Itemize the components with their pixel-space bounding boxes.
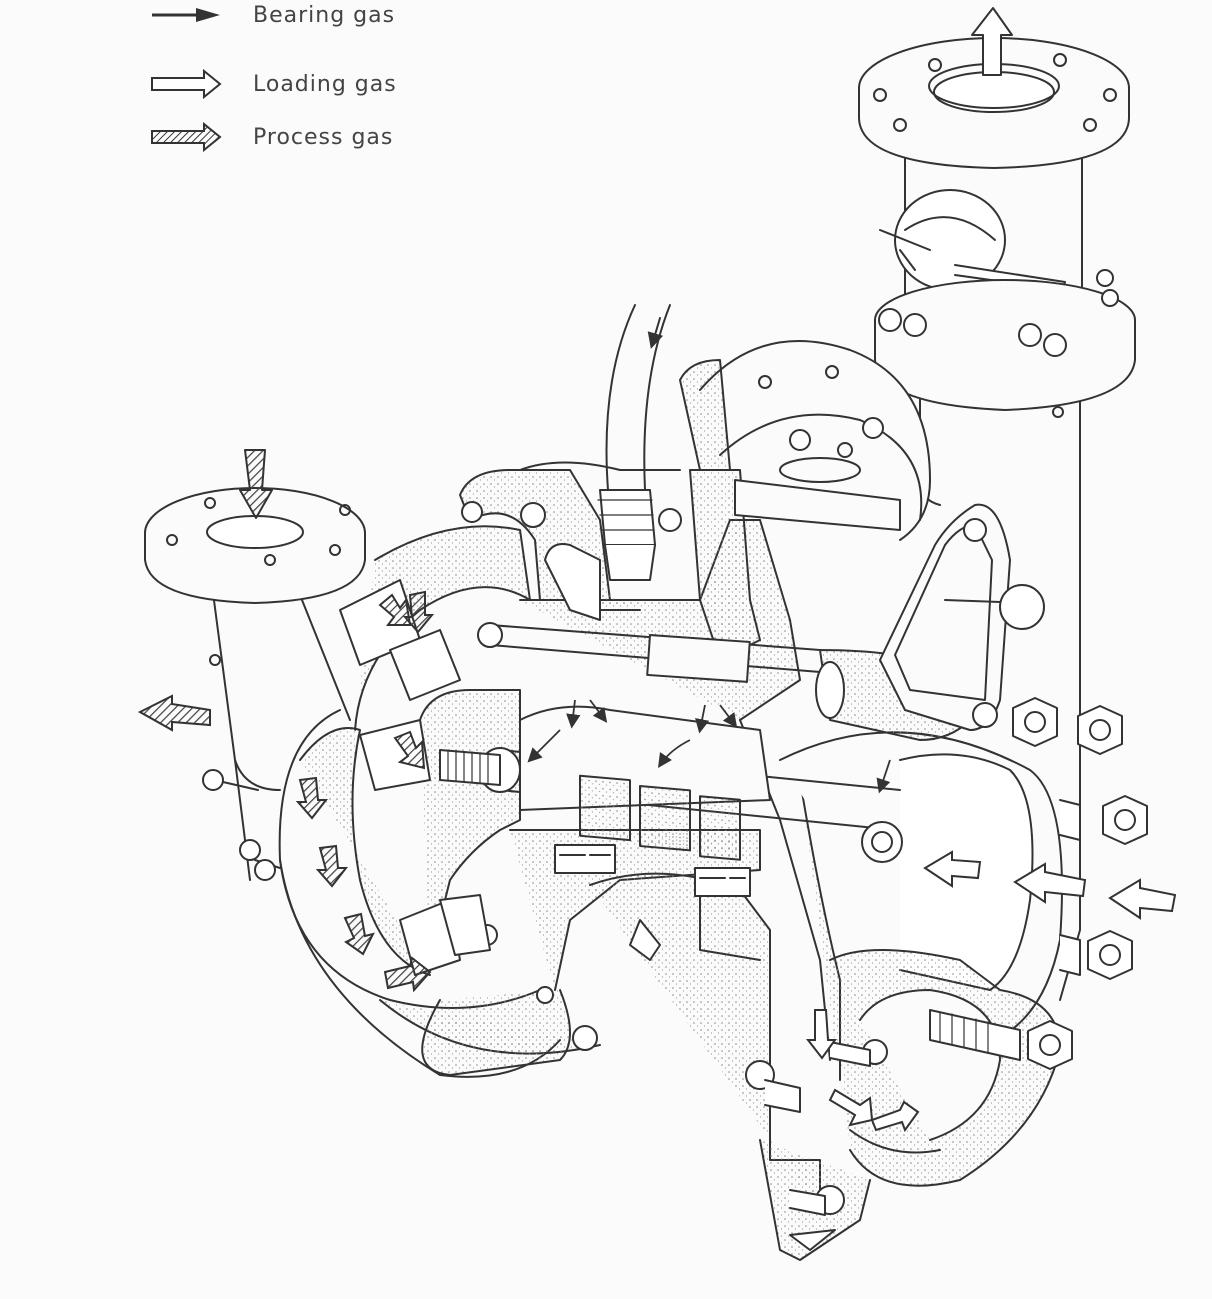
legend-label-loading-gas: Loading gas (253, 71, 397, 97)
bearing-housing-plate (734, 479, 1045, 731)
relief-valve (879, 189, 1066, 291)
legend-item-loading-gas: Loading gas (148, 67, 397, 101)
legend-label-bearing-gas: Bearing gas (253, 2, 396, 28)
bearing-gas-arrow-icon (152, 8, 220, 22)
inlet-pipe (144, 487, 366, 881)
loading-gas-arrow-icon (151, 69, 222, 99)
legend-item-process-gas: Process gas (148, 120, 393, 154)
outlet-pipe (858, 37, 1130, 1001)
left-housing-bolts (202, 501, 888, 1251)
bearing-gas-inlet-arrow (647, 317, 664, 349)
outlet-lower-flange (874, 269, 1136, 418)
bearing-gas-internal-arrows (527, 699, 891, 794)
legend: Bearing gas Loading gas Process gas (148, 0, 468, 160)
inlet-process-gas-arrow (239, 449, 273, 519)
legend-item-bearing-gas: Bearing gas (148, 0, 395, 32)
legend-label-process-gas: Process gas (253, 124, 394, 150)
outlet-flow-arrow (971, 7, 1013, 76)
labyrinth-seals (339, 579, 491, 976)
process-gas-arrow-icon (151, 122, 222, 152)
back-casing-flange (699, 340, 931, 541)
flow-arrows (137, 590, 1177, 1133)
bearing-gas-feed-pipe (544, 304, 671, 621)
end-cover-bolts (929, 697, 1148, 1070)
